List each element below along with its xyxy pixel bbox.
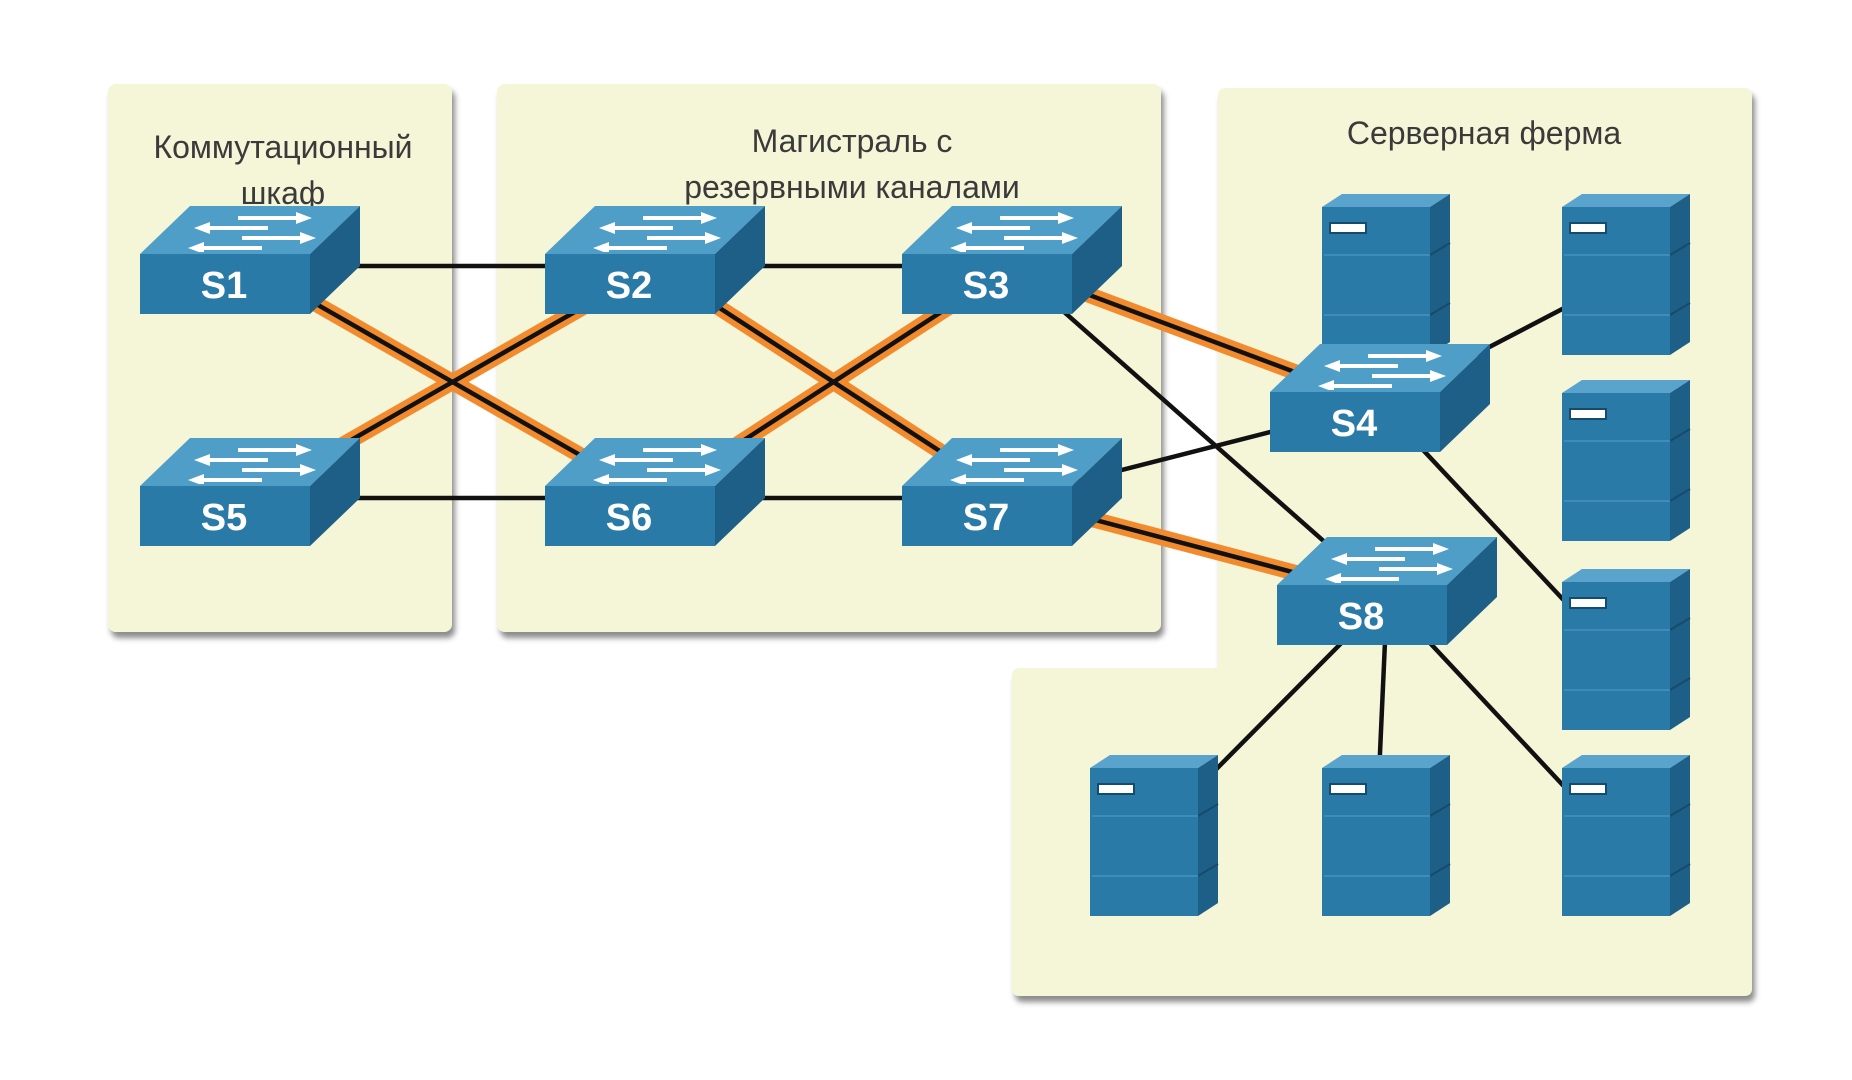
server-1 — [1322, 194, 1451, 355]
switch-s4: S4 — [1270, 344, 1490, 452]
server-3 — [1562, 380, 1691, 541]
switch-label: S5 — [201, 497, 247, 539]
switch-label: S1 — [201, 265, 247, 307]
server-2 — [1562, 194, 1691, 355]
server-5 — [1090, 755, 1219, 916]
switch-s1: S1 — [140, 206, 360, 314]
zone-title-wiring-closet-line1: Коммутационный — [153, 129, 412, 165]
switch-label: S8 — [1338, 596, 1384, 638]
switch-label: S2 — [606, 265, 652, 307]
switch-label: S3 — [963, 265, 1009, 307]
server-4 — [1562, 569, 1691, 730]
switch-s3: S3 — [902, 206, 1122, 314]
switch-s5: S5 — [140, 438, 360, 546]
switch-label: S4 — [1331, 403, 1377, 445]
zone-title-server-farm: Серверная ферма — [1347, 115, 1622, 151]
switch-s8: S8 — [1277, 537, 1497, 645]
server-7 — [1562, 755, 1691, 916]
zone-title-backbone-line1: Магистраль с — [752, 123, 953, 159]
switch-s7: S7 — [902, 438, 1122, 546]
switch-label: S6 — [606, 497, 652, 539]
switch-s6: S6 — [545, 438, 765, 546]
zone-backbone — [497, 84, 1161, 632]
server-6 — [1322, 755, 1451, 916]
zone-title-wiring-closet-line2: шкаф — [241, 175, 326, 211]
switch-s2: S2 — [545, 206, 765, 314]
zone-title-backbone-line2: резервными каналами — [684, 169, 1020, 205]
switch-label: S7 — [963, 497, 1009, 539]
